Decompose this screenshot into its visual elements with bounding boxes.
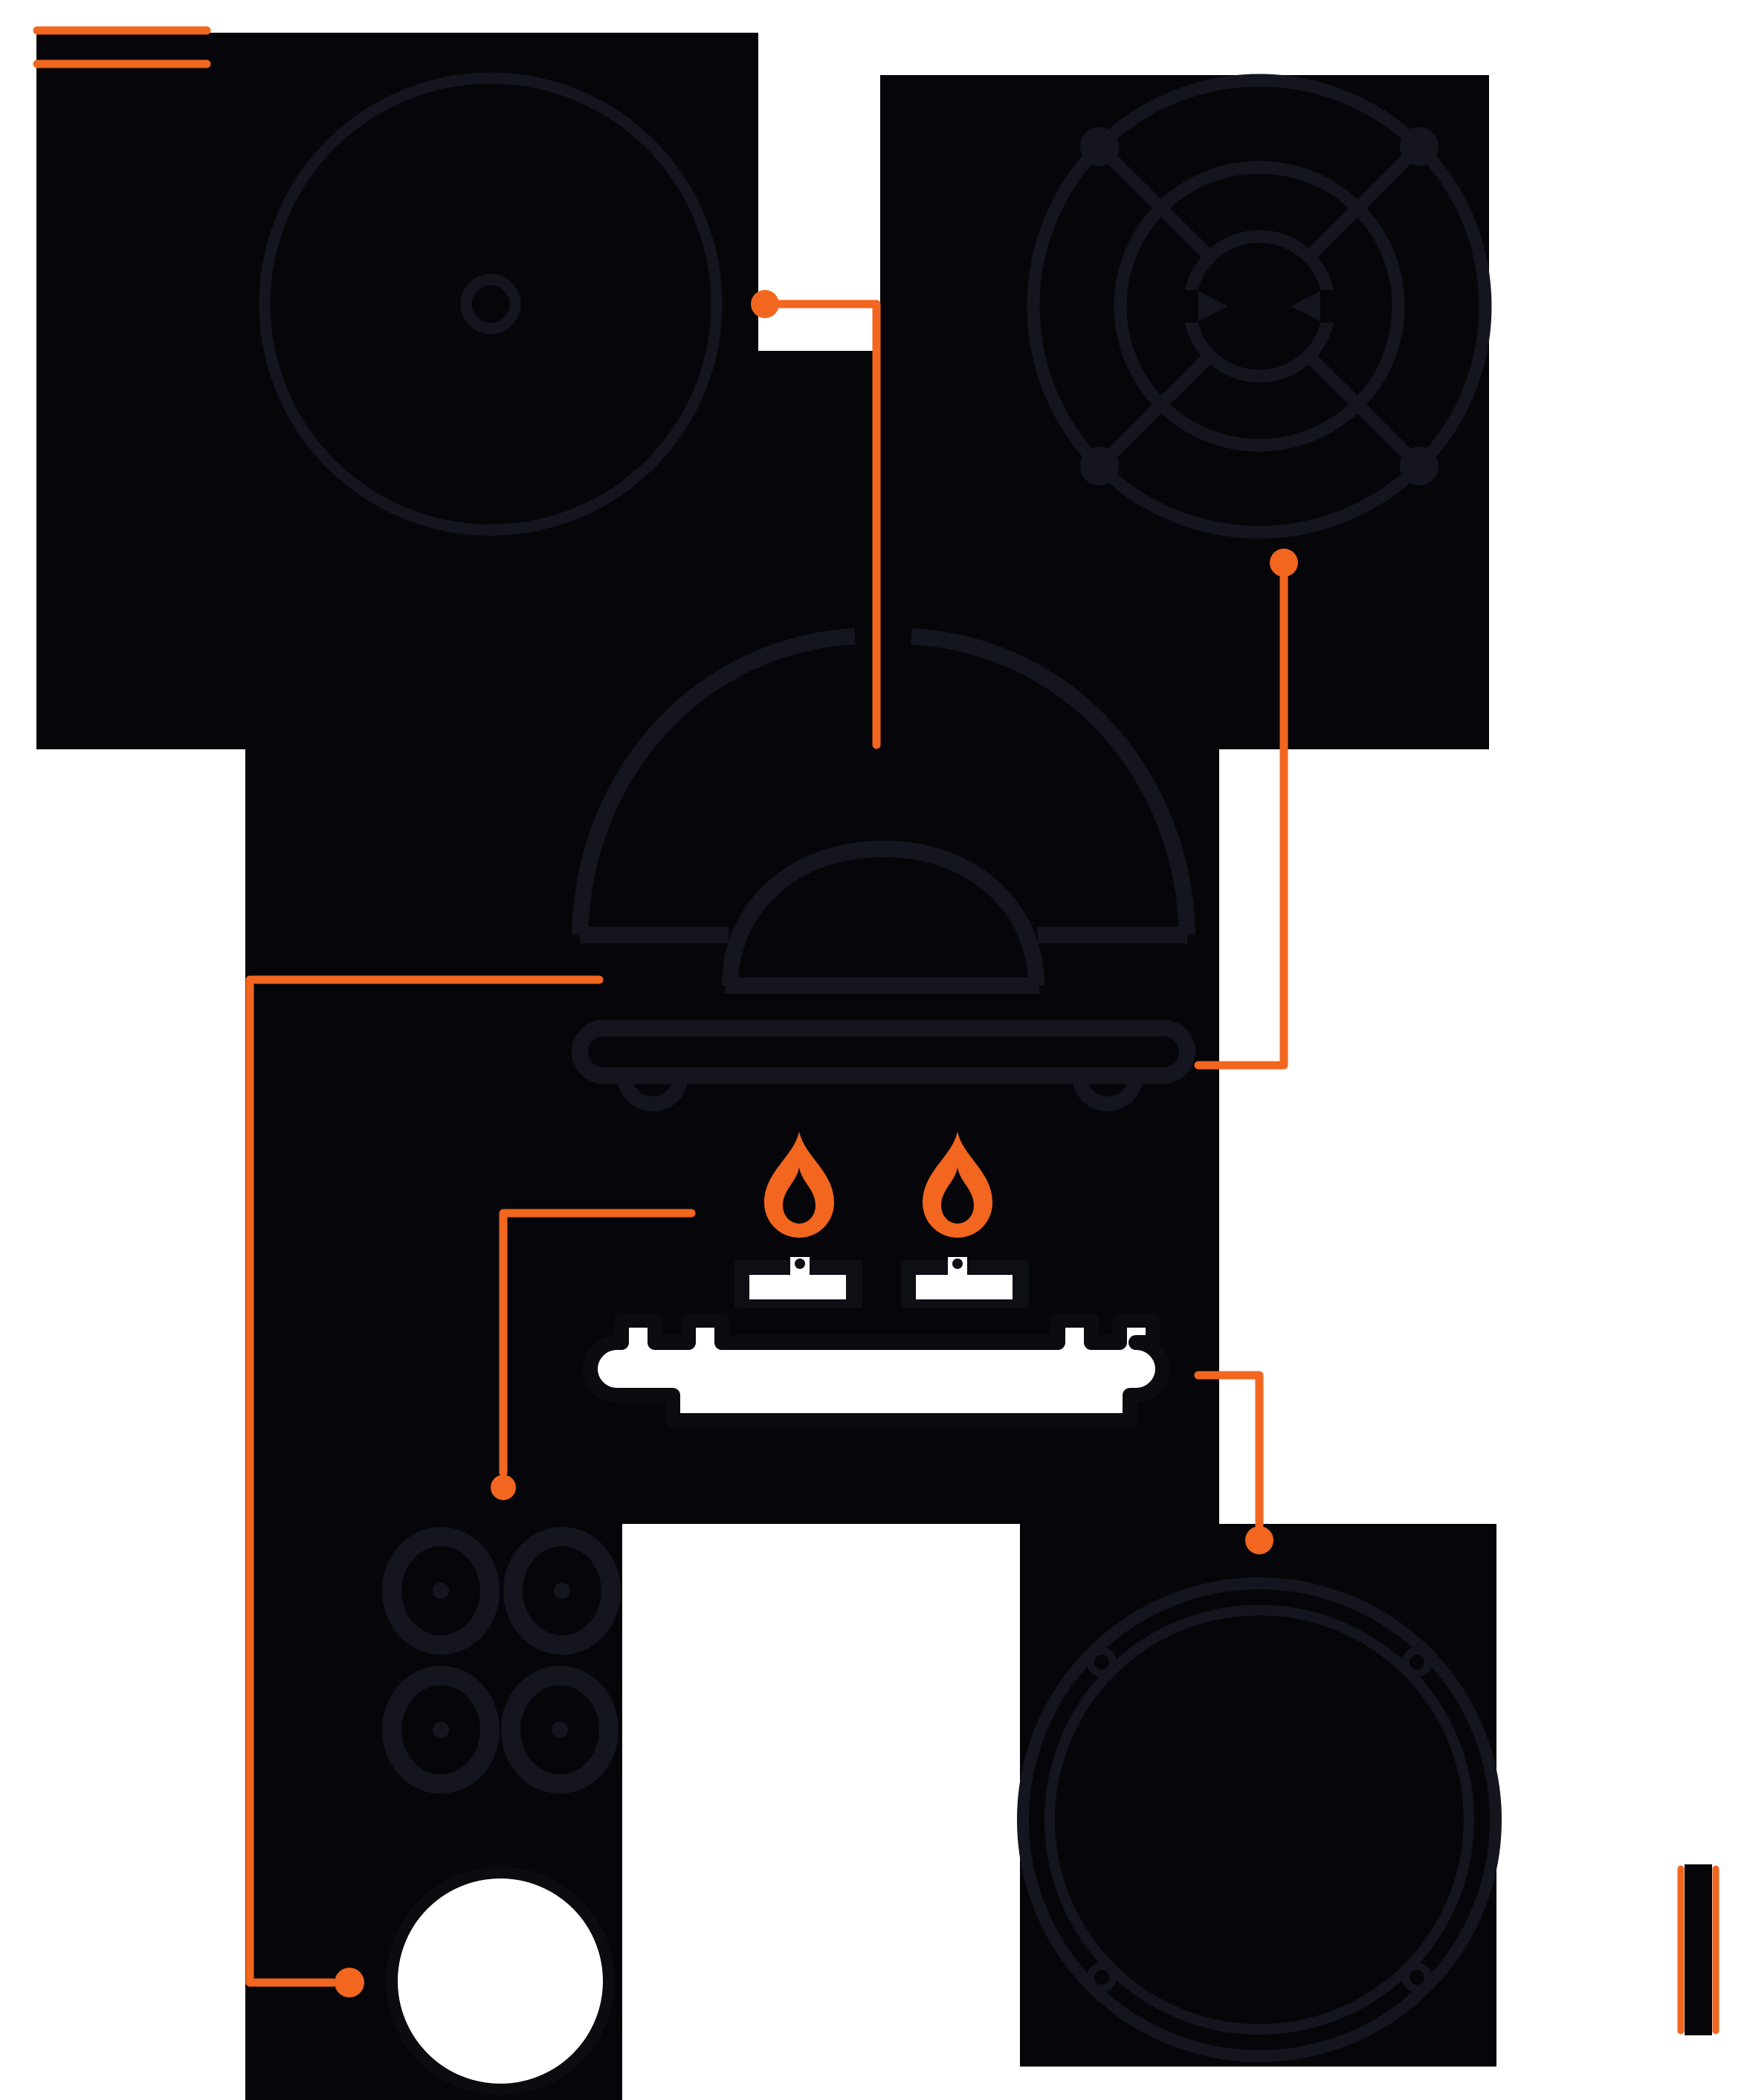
housing-bolt-nw [1087, 1647, 1117, 1677]
housing-ring-outer [1017, 1577, 1502, 2062]
fan-ring-gap-left [1177, 290, 1202, 323]
callout-gasket-line [1194, 1371, 1264, 1530]
fan-spoke-sw [1099, 352, 1214, 467]
fan-middle-ring [1114, 161, 1405, 452]
fan-bolt-sw [1080, 447, 1119, 485]
housing-bolt-se [1402, 1962, 1432, 1992]
burner-cap-right-slot [916, 1275, 1013, 1299]
tray-foot-left [617, 1075, 688, 1111]
fan-bolt-ne [1400, 127, 1438, 166]
knob-2-hub [554, 1583, 570, 1599]
callout-burner-line [775, 300, 881, 749]
dome-lid-arc-left [572, 628, 856, 936]
callout-dome-dot [335, 1968, 364, 1997]
burner-cap-right-stem [952, 1259, 963, 1269]
knob-3-ring [382, 1666, 500, 1794]
housing-bolt-sw [1087, 1962, 1117, 1992]
callout-flame-line [499, 1209, 696, 1477]
fan-arrow-right [1291, 291, 1320, 321]
knob-3-hub [433, 1722, 449, 1738]
callout-burner-dot [751, 290, 779, 318]
knob-1-ring [382, 1527, 500, 1655]
fan-spoke-se [1305, 352, 1420, 467]
knob-1-hub [433, 1583, 449, 1599]
housing-ring-inner [1044, 1605, 1474, 2035]
burner-plate-hub [460, 274, 521, 335]
callout-fan-dot [1270, 549, 1298, 577]
callout-dome-line [245, 975, 604, 1987]
corner-mark-bar [1685, 1864, 1712, 2035]
knob-2-ring [503, 1527, 621, 1655]
callout-flame-dot [491, 1475, 516, 1500]
burner-plate-ring [259, 72, 723, 536]
tray-foot-right [1072, 1075, 1143, 1111]
dome-lid-arc-right [911, 628, 1195, 936]
fan-ring-gap-right [1317, 290, 1342, 323]
flame-left-core [783, 1167, 816, 1224]
fan-bolt-se [1400, 447, 1438, 485]
knob-4-hub [552, 1722, 568, 1738]
fan-spoke-nw [1099, 146, 1214, 261]
flame-right-core [941, 1167, 974, 1224]
ignition-button [386, 1867, 615, 2096]
callout-gasket-dot [1245, 1526, 1273, 1554]
fan-outer-ring [1027, 74, 1492, 539]
burner-cap-left-stem [795, 1259, 805, 1269]
fan-arrow-left [1198, 291, 1228, 321]
inner-dome-arc [722, 840, 1044, 986]
housing-bolt-ne [1402, 1647, 1432, 1677]
knob-4-ring [501, 1666, 619, 1794]
burner-cap-left-slot [749, 1275, 846, 1299]
gasket [583, 1313, 1170, 1428]
callout-fan-line [1194, 572, 1288, 1070]
fan-bolt-nw [1080, 127, 1119, 166]
tray-outline [572, 1020, 1195, 1084]
fan-spoke-ne [1305, 146, 1420, 261]
